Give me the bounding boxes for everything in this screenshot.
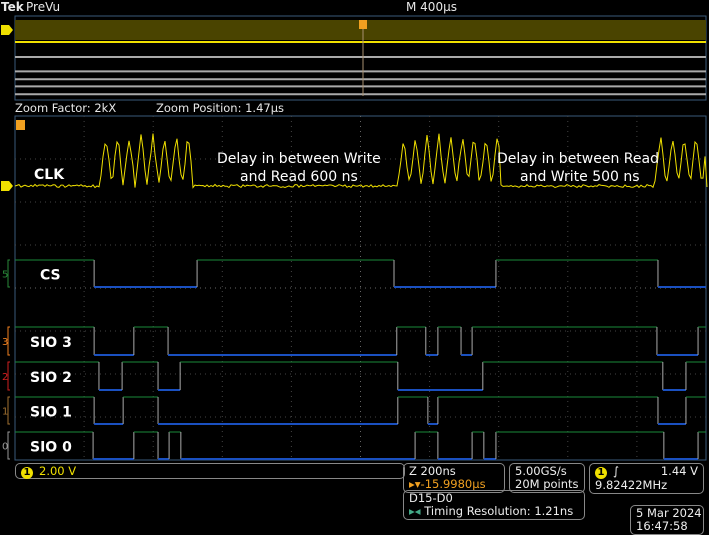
annotation-line: Delay in between Read — [497, 151, 659, 167]
annotation-line: Delay in between Write — [217, 151, 381, 167]
timing-resolution: Timing Resolution: 1.21ns — [424, 504, 573, 518]
annotation-line: and Write 500 ns — [520, 169, 640, 185]
ch1-scale: 2.00 V — [39, 464, 76, 478]
waveform-display: Delay in between Write and Read 600 ns D… — [0, 0, 709, 465]
annotations: Delay in between Write and Read 600 ns D… — [217, 151, 659, 185]
overview-window — [1, 16, 706, 100]
horizontal-readout[interactable]: Z 200ns▸▾-15.9980µs — [403, 463, 505, 493]
trace-label-sio1: SIO 1 — [30, 405, 72, 421]
ch1-ground-marker-icon[interactable] — [1, 181, 13, 191]
channel-bracket-icon — [8, 397, 10, 424]
timing-icon: ▸◂ — [409, 504, 424, 518]
trace-label-cs: CS — [40, 268, 61, 284]
digital-channel-marker[interactable]: 2 — [2, 372, 8, 383]
trace-label-sio3: SIO 3 — [30, 335, 72, 351]
trace-label-sio2: SIO 2 — [30, 370, 72, 386]
ch1-scale-readout[interactable]: 1 2.00 V — [15, 463, 405, 479]
annotation-line: and Read 600 ns — [240, 169, 358, 185]
acquisition-readout[interactable]: 5.00GS/s20M points — [509, 463, 585, 493]
date-time: 5 Mar 202416:47:58 — [630, 505, 704, 535]
ch1-badge: 1 — [21, 467, 33, 479]
channel-bracket-icon — [8, 432, 10, 459]
trace-label-clk: CLK — [34, 167, 65, 183]
channel-bracket-icon — [8, 260, 10, 287]
digital-channel-marker[interactable]: 1 — [2, 407, 8, 418]
trigger-readout[interactable]: 1∫1.44 V9.82422MHz — [589, 463, 704, 494]
digital-readout[interactable]: D15-D0▸◂ Timing Resolution: 1.21ns — [403, 490, 585, 520]
trace-label-sio0: SIO 0 — [30, 440, 72, 456]
ch1-marker-icon[interactable] — [1, 25, 13, 35]
trigger-level: 1.44 V — [661, 465, 698, 478]
channel-bracket-icon — [8, 362, 10, 390]
rising-edge-icon: ∫ — [613, 464, 619, 478]
frequency: 9.82422MHz — [595, 479, 698, 492]
digital-channel-marker[interactable]: 3 — [2, 337, 8, 348]
trigger-marker-icon[interactable] — [359, 20, 367, 29]
digital-channel-marker[interactable]: 0 — [2, 442, 8, 453]
channel-bracket-icon — [8, 327, 10, 355]
digital-channel-marker[interactable]: 5 — [2, 270, 8, 281]
time: 16:47:58 — [636, 520, 698, 533]
trigger-position-icon[interactable] — [16, 120, 25, 130]
